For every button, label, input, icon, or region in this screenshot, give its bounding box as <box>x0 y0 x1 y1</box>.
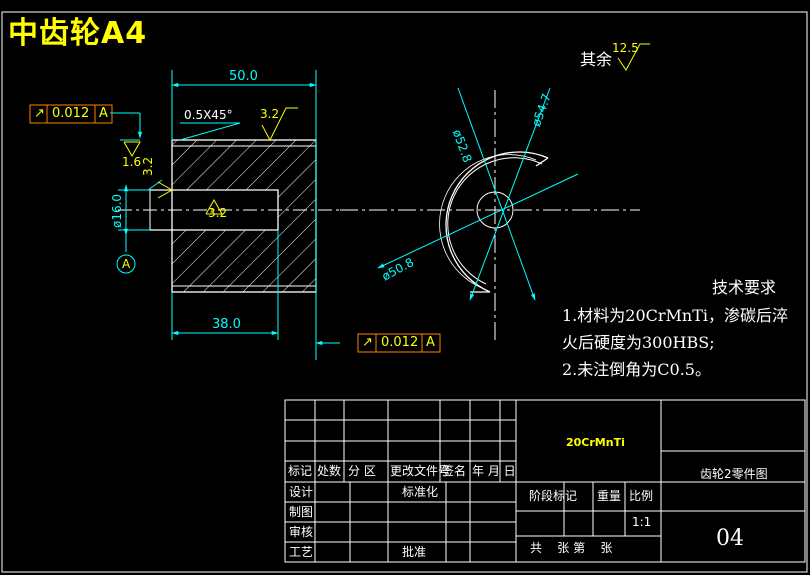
section-view <box>118 139 340 293</box>
end-view-dimensions <box>377 87 579 301</box>
tolerance-bottom-value: 0.012 <box>381 335 419 350</box>
roughness-rest-value: 12.5 <box>612 41 639 55</box>
tolerance-bottom-symbol: ↗ <box>362 335 373 350</box>
tb-draw: 制图 <box>289 505 314 519</box>
roughness-left1-value: 1.6 <box>122 155 142 169</box>
tb-h-zone: 分 区 <box>348 464 376 478</box>
roughness-symbols <box>123 43 650 215</box>
tolerance-frame-top <box>29 104 113 124</box>
roughness-rest <box>617 43 650 71</box>
tech-line1: 1.材料为20CrMnTi，渗碳后淬 <box>562 306 788 325</box>
tb-check: 审核 <box>289 525 314 539</box>
roughness-left2 <box>157 181 174 199</box>
tb-design: 设计 <box>289 485 314 499</box>
roughness-rest-label: 其余 <box>580 50 613 69</box>
roughness-left1 <box>123 141 141 158</box>
tech-heading: 技术要求 <box>712 278 777 297</box>
tolerance-top-value: 0.012 <box>52 106 90 121</box>
tb-weight: 重量 <box>597 489 622 503</box>
tb-material: 20CrMnTi <box>566 436 625 449</box>
tolerance-frame-bottom <box>357 333 441 353</box>
dim-chamfer: 0.5X45° <box>184 108 233 122</box>
roughness-top <box>261 107 298 142</box>
dim-length-total: 50.0 <box>229 69 258 84</box>
tb-sheets: 共 张 第 张 <box>530 541 613 555</box>
tech-line3: 2.未注倒角为C0.5。 <box>562 360 711 379</box>
tb-approve: 批准 <box>402 545 427 559</box>
tolerance-bottom-datum: A <box>426 335 435 350</box>
tb-stage: 阶段标记 <box>529 489 578 503</box>
drawing-title: 中齿轮A4 <box>8 16 148 51</box>
tb-scale-label: 比例 <box>629 489 654 503</box>
tolerance-top-symbol: ↗ <box>34 106 45 121</box>
tb-h-sign: 签名 <box>442 464 467 478</box>
tb-h-count: 处数 <box>317 464 342 478</box>
tb-h-mark: 标记 <box>288 464 313 478</box>
dim-length-bore: 38.0 <box>212 317 241 332</box>
tb-process: 工艺 <box>289 545 314 559</box>
tb-scale: 1:1 <box>632 515 652 529</box>
tb-standard: 标准化 <box>402 485 439 499</box>
tech-line2: 火后硬度为300HBS; <box>562 333 715 352</box>
drawing-frame <box>1 11 808 573</box>
datum-label: A <box>122 257 131 271</box>
section-dimensions <box>110 70 340 360</box>
tb-drawing-no: 04 <box>716 526 744 551</box>
tolerance-top-datum: A <box>99 106 108 121</box>
roughness-top-value: 3.2 <box>260 107 280 121</box>
tb-h-doc: 更改文件号 <box>390 464 451 478</box>
tb-part-name: 齿轮2零件图 <box>700 467 768 481</box>
roughness-bore <box>205 198 223 215</box>
end-view <box>340 90 640 340</box>
tb-h-date: 年 月 日 <box>472 464 516 478</box>
roughness-bore-value: 3.2 <box>208 206 228 220</box>
